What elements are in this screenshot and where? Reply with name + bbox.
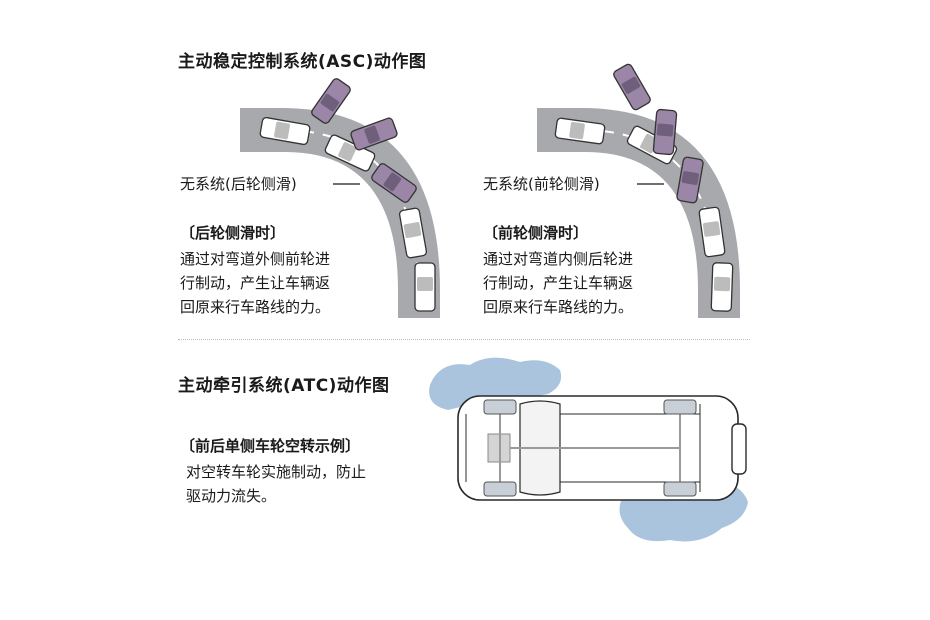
- right-car-normal-3: [698, 206, 726, 258]
- left-description: 通过对弯道外侧前轮进 行制动，产生让车辆返 回原来行车路线的力。: [180, 247, 330, 319]
- left-line-1: 通过对弯道外侧前轮进: [180, 250, 331, 268]
- ice-patch-top-left: [429, 357, 562, 410]
- atc-line-2: 驱动力流失。: [186, 487, 277, 505]
- atc-car-body: [457, 395, 747, 501]
- atc-title: 主动牵引系统(ATC)动作图: [178, 376, 390, 396]
- left-line-3: 回原来行车路线的力。: [180, 298, 331, 316]
- wheel-rear-left: [663, 399, 697, 415]
- left-line-2: 行制动，产生让车辆返: [180, 274, 331, 292]
- right-car-normal-1: [554, 117, 606, 145]
- right-car-slip-2: [652, 108, 678, 156]
- right-line-2: 行制动，产生让车辆返: [483, 274, 634, 292]
- right-car-slip-1: [613, 63, 651, 111]
- left-car-normal-1: [259, 116, 311, 146]
- right-label: 无系统(前轮侧滑): [483, 175, 600, 193]
- atc-line-1: 对空转车轮实施制动，防止: [186, 463, 367, 481]
- ice-patch-bottom-right: [619, 476, 748, 542]
- section-divider: [178, 339, 750, 340]
- asc-title: 主动稳定控制系统(ASC)动作图: [178, 52, 427, 72]
- left-car-normal-3: [398, 207, 428, 259]
- right-line-3: 回原来行车路线的力。: [483, 298, 634, 316]
- left-car-slip-2: [350, 117, 398, 151]
- right-line-1: 通过对弯道内侧后轮进: [483, 250, 634, 268]
- left-subtitle: 〔后轮侧滑时〕: [180, 224, 286, 242]
- right-subtitle: 〔前轮侧滑时〕: [483, 224, 589, 242]
- left-car-slip-1: [311, 78, 351, 124]
- right-car-slip-3: [676, 156, 704, 204]
- right-description: 通过对弯道内侧后轮进 行制动，产生让车辆返 回原来行车路线的力。: [483, 247, 633, 319]
- right-car-normal-4: [710, 262, 734, 312]
- wheel-rear-right: [663, 481, 697, 497]
- left-car-slip-3: [371, 163, 417, 203]
- atc-description: 对空转车轮实施制动，防止 驱动力流失。: [186, 460, 366, 508]
- right-car-normal-2: [626, 125, 678, 165]
- left-car-normal-2: [324, 134, 376, 172]
- left-label: 无系统(后轮侧滑): [180, 175, 297, 193]
- wheel-front-right: [483, 481, 517, 497]
- wheel-front-left: [483, 399, 517, 415]
- atc-subtitle: 〔前后单侧车轮空转示例〕: [180, 437, 361, 455]
- left-car-normal-4: [414, 262, 436, 312]
